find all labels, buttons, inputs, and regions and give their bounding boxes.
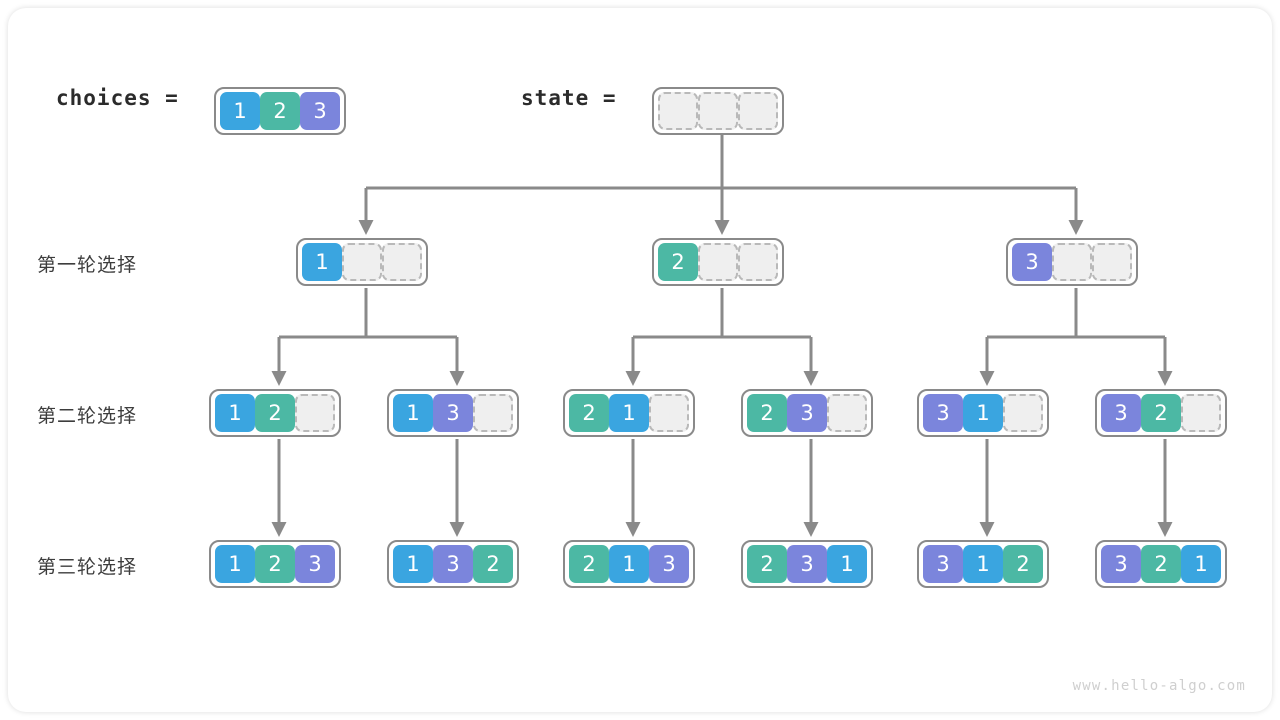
watermark: www.hello-algo.com bbox=[1072, 678, 1246, 694]
cell: 1 bbox=[215, 394, 255, 432]
cell: 3 bbox=[1012, 243, 1052, 281]
cell bbox=[698, 243, 738, 281]
cell: 2 bbox=[569, 394, 609, 432]
cell: 3 bbox=[433, 545, 473, 583]
cell: 3 bbox=[787, 394, 827, 432]
cell: 1 bbox=[393, 545, 433, 583]
cell bbox=[1003, 394, 1043, 432]
cell: 2 bbox=[255, 545, 295, 583]
state-array bbox=[652, 87, 784, 135]
choices-cell-0: 1 bbox=[220, 92, 260, 130]
cell: 2 bbox=[747, 394, 787, 432]
cell: 1 bbox=[302, 243, 342, 281]
cell: 3 bbox=[295, 545, 335, 583]
cell bbox=[1181, 394, 1221, 432]
cell bbox=[738, 243, 778, 281]
cell bbox=[342, 243, 382, 281]
cell bbox=[1052, 243, 1092, 281]
cell bbox=[473, 394, 513, 432]
node-round3-231: 2 3 1 bbox=[741, 540, 873, 588]
cell: 2 bbox=[1141, 394, 1181, 432]
node-round3-321: 3 2 1 bbox=[1095, 540, 1227, 588]
cell: 3 bbox=[923, 545, 963, 583]
cell bbox=[649, 394, 689, 432]
cell: 3 bbox=[1101, 394, 1141, 432]
cell: 1 bbox=[215, 545, 255, 583]
cell: 1 bbox=[393, 394, 433, 432]
node-round2-23: 2 3 bbox=[741, 389, 873, 437]
state-cell-0 bbox=[658, 92, 698, 130]
state-label: state = bbox=[521, 86, 617, 110]
cell: 3 bbox=[433, 394, 473, 432]
row-label-round-1: 第一轮选择 bbox=[37, 254, 138, 276]
choices-label: choices = bbox=[56, 86, 179, 110]
card-frame bbox=[8, 8, 1272, 712]
cell: 3 bbox=[787, 545, 827, 583]
node-round3-213: 2 1 3 bbox=[563, 540, 695, 588]
cell: 3 bbox=[649, 545, 689, 583]
cell: 2 bbox=[255, 394, 295, 432]
cell bbox=[827, 394, 867, 432]
choices-cell-1: 2 bbox=[260, 92, 300, 130]
cell: 3 bbox=[1101, 545, 1141, 583]
node-round3-123: 1 2 3 bbox=[209, 540, 341, 588]
state-cell-2 bbox=[738, 92, 778, 130]
cell: 1 bbox=[609, 394, 649, 432]
choices-cell-2: 3 bbox=[300, 92, 340, 130]
cell: 1 bbox=[963, 545, 1003, 583]
node-round1-1: 1 bbox=[296, 238, 428, 286]
node-round2-21: 2 1 bbox=[563, 389, 695, 437]
node-round3-132: 1 3 2 bbox=[387, 540, 519, 588]
node-round3-312: 3 1 2 bbox=[917, 540, 1049, 588]
node-round2-13: 1 3 bbox=[387, 389, 519, 437]
cell: 1 bbox=[963, 394, 1003, 432]
cell bbox=[382, 243, 422, 281]
cell: 2 bbox=[1003, 545, 1043, 583]
node-round2-12: 1 2 bbox=[209, 389, 341, 437]
cell: 2 bbox=[473, 545, 513, 583]
node-round2-31: 3 1 bbox=[917, 389, 1049, 437]
cell: 3 bbox=[923, 394, 963, 432]
state-cell-1 bbox=[698, 92, 738, 130]
cell: 2 bbox=[1141, 545, 1181, 583]
cell: 2 bbox=[658, 243, 698, 281]
node-round1-2: 2 bbox=[652, 238, 784, 286]
cell bbox=[295, 394, 335, 432]
cell bbox=[1092, 243, 1132, 281]
cell: 1 bbox=[827, 545, 867, 583]
choices-array: 1 2 3 bbox=[214, 87, 346, 135]
node-round1-3: 3 bbox=[1006, 238, 1138, 286]
cell: 2 bbox=[747, 545, 787, 583]
cell: 1 bbox=[609, 545, 649, 583]
row-label-round-3: 第三轮选择 bbox=[37, 556, 138, 578]
cell: 2 bbox=[569, 545, 609, 583]
row-label-round-2: 第二轮选择 bbox=[37, 405, 138, 427]
cell: 1 bbox=[1181, 545, 1221, 583]
node-round2-32: 3 2 bbox=[1095, 389, 1227, 437]
